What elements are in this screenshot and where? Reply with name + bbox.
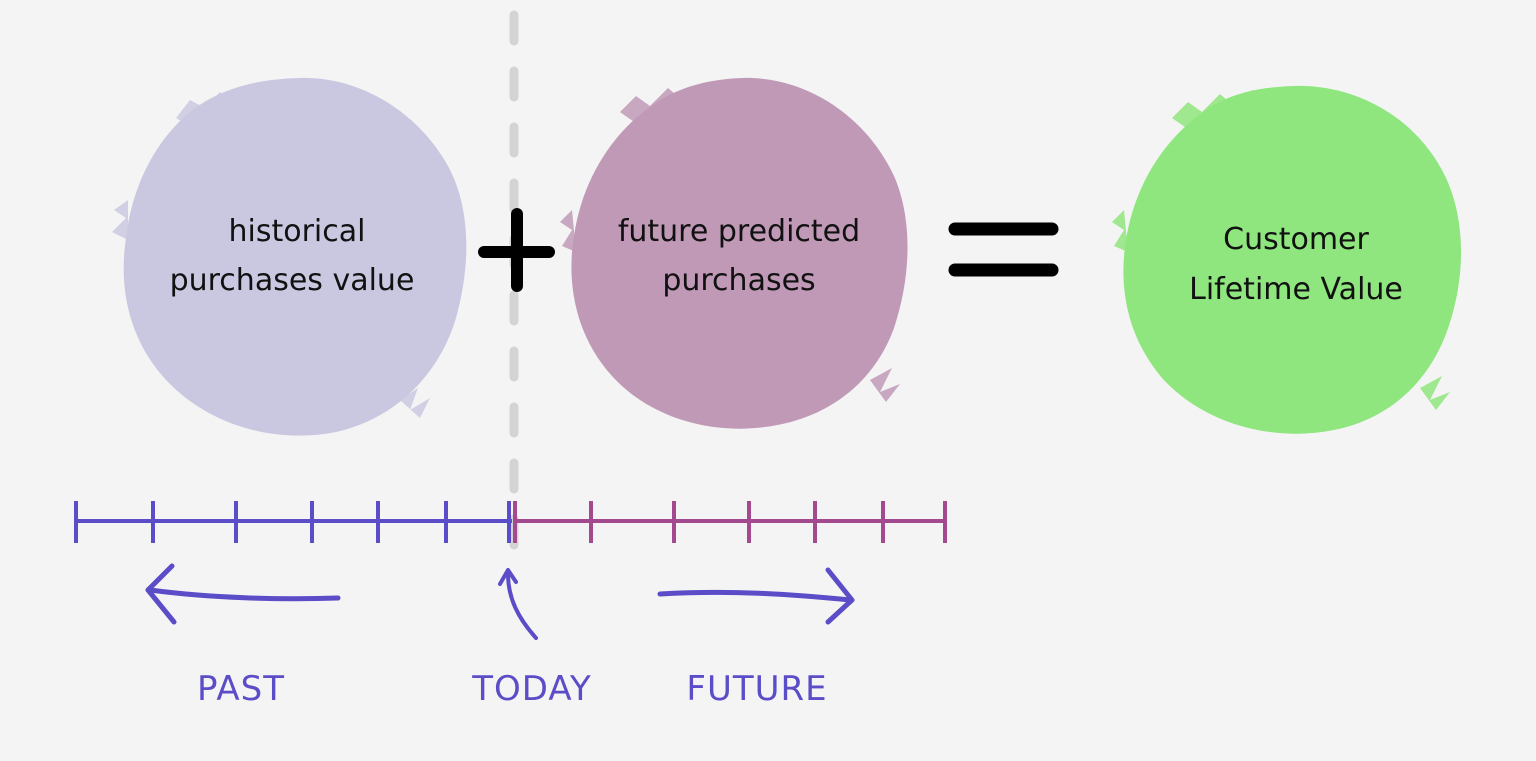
- clv-label-line2: Lifetime Value: [1189, 272, 1403, 307]
- future-label: FUTURE: [686, 669, 827, 709]
- clv-bubble-shape: [1123, 85, 1462, 434]
- historical-bubble: historical purchases value: [112, 77, 467, 436]
- today-label: TODAY: [471, 669, 592, 709]
- past-arrow: [145, 563, 341, 625]
- future-arrow: [657, 567, 855, 625]
- future-bubble: future predicted purchases: [560, 77, 908, 429]
- past-label: PAST: [197, 669, 285, 709]
- equals-operator: [948, 222, 1059, 277]
- clv-label-line1: Customer: [1223, 222, 1369, 257]
- historical-label-line1: historical: [229, 214, 366, 249]
- historical-label-line2: purchases value: [170, 263, 415, 298]
- historical-bubble-shape: [123, 77, 467, 436]
- future-label-line2: purchases: [662, 263, 815, 298]
- future-bubble-shape: [571, 77, 908, 429]
- clv-bubble: Customer Lifetime Value: [1112, 85, 1462, 434]
- timeline-past: [74, 501, 512, 543]
- future-label-line1: future predicted: [618, 214, 860, 249]
- today-arrow: [498, 568, 538, 640]
- timeline-future: [513, 501, 947, 543]
- plus-operator: [478, 208, 555, 292]
